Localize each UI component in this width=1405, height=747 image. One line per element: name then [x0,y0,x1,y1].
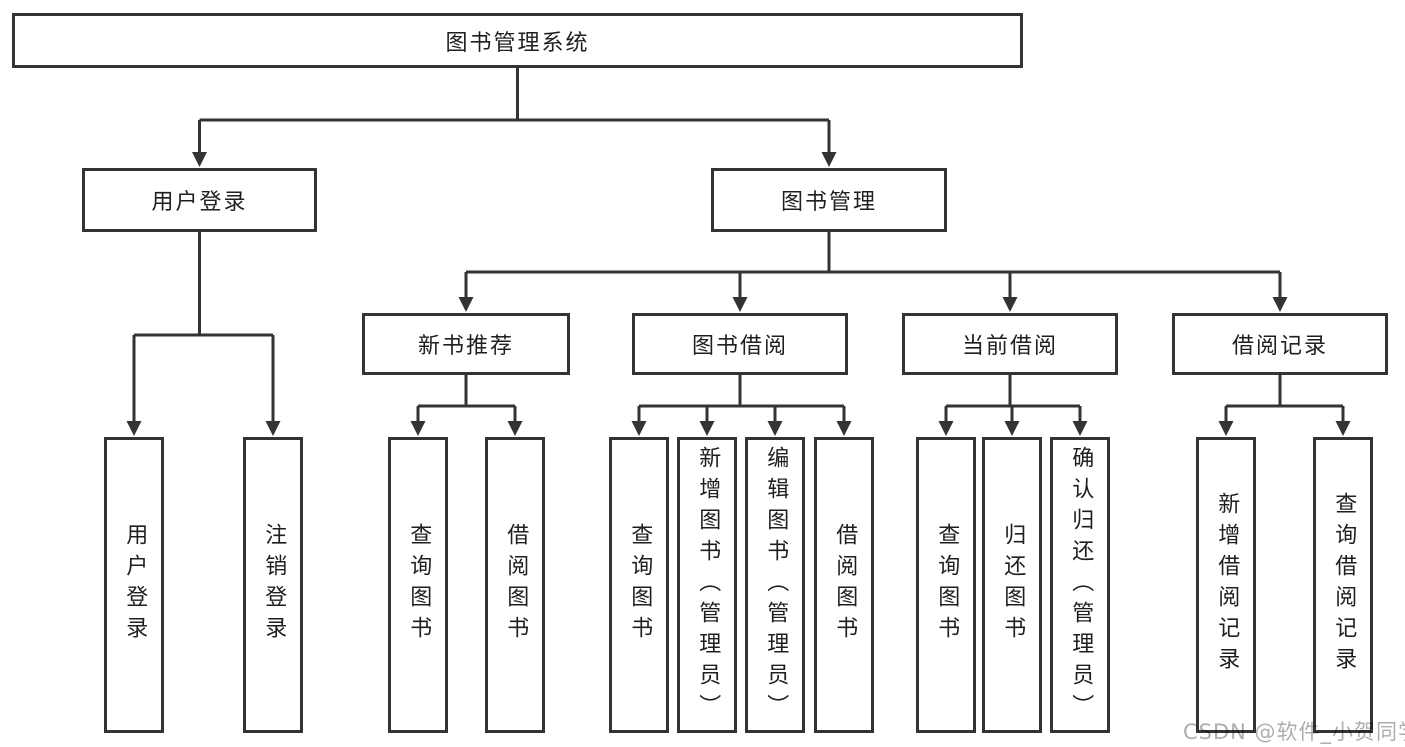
node-library-management-system: 图书管理系统 [12,13,1023,68]
node-label: 借阅图书 [832,523,858,647]
node-label: 查询图书 [627,523,653,647]
node-leaf-add-books-admin: 新增图书（管理员） [677,437,737,733]
node-current-borrowing: 当前借阅 [902,313,1118,375]
node-label: 新书推荐 [417,334,514,359]
node-label: 用户登录 [122,523,148,647]
node-book-management: 图书管理 [711,168,947,232]
node-leaf-add-borrow-record: 新增借阅记录 [1196,437,1256,733]
node-book-borrowing: 图书借阅 [632,313,848,375]
node-label: 注销登录 [261,523,287,647]
csdn-watermark: CSDN @软件_小贺同学 [1183,720,1405,744]
node-leaf-query-books-1: 查询图书 [388,437,448,733]
node-label: 图书管理系统 [445,30,590,56]
node-label: 图书管理 [780,190,877,215]
node-label: 用户登录 [151,190,248,215]
node-label: 图书借阅 [691,334,788,359]
node-leaf-logout: 注销登录 [243,437,303,733]
node-label: 查询借阅记录 [1331,492,1357,678]
node-leaf-confirm-return-admin: 确认归还（管理员） [1050,437,1110,733]
node-borrowing-records: 借阅记录 [1172,313,1388,375]
node-label: 编辑图书（管理员） [763,445,789,725]
node-label: 查询图书 [406,523,432,647]
node-leaf-edit-books-admin: 编辑图书（管理员） [745,437,805,733]
node-leaf-query-borrow-record: 查询借阅记录 [1313,437,1373,733]
node-leaf-return-books: 归还图书 [982,437,1042,733]
node-label: 借阅记录 [1231,334,1328,359]
node-label: 当前借阅 [961,334,1058,359]
node-leaf-query-books-2: 查询图书 [609,437,669,733]
node-new-book-recommendation: 新书推荐 [362,313,570,375]
node-label: 新增借阅记录 [1214,492,1240,678]
node-label: 归还图书 [1000,523,1026,647]
node-leaf-query-books-3: 查询图书 [916,437,976,733]
node-leaf-user-login: 用户登录 [104,437,164,733]
node-label: 借阅图书 [503,523,529,647]
node-label: 确认归还（管理员） [1068,445,1094,725]
node-label: 查询图书 [934,523,960,647]
node-label: 新增图书（管理员） [695,445,721,725]
node-leaf-borrow-books-1: 借阅图书 [485,437,545,733]
node-user-login: 用户登录 [82,168,317,232]
node-leaf-borrow-books-2: 借阅图书 [814,437,874,733]
